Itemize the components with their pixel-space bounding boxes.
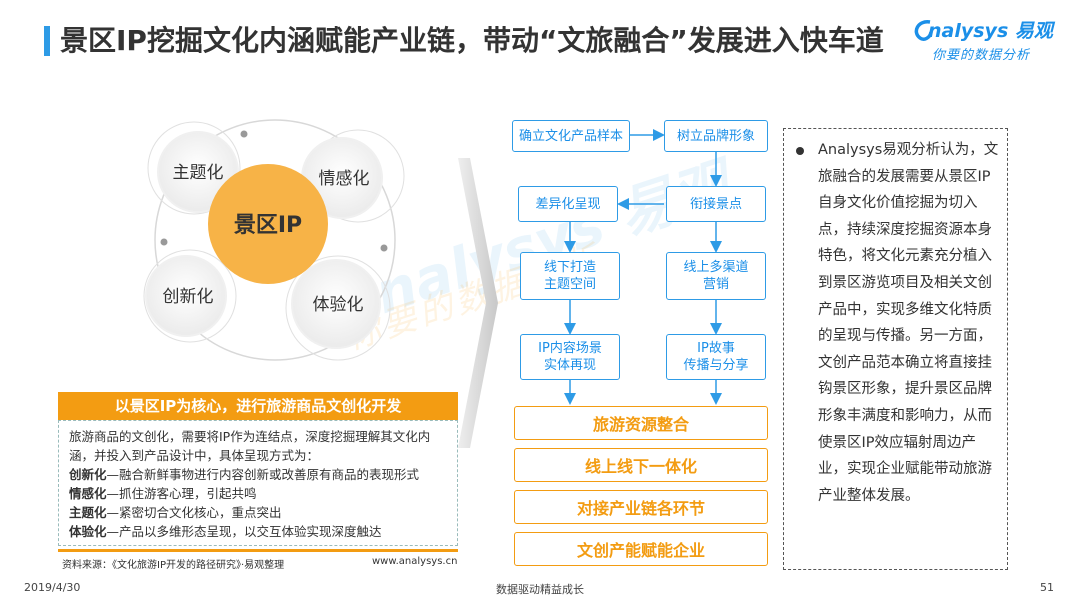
left-panel-item: 体验化—产品以多维形态呈现，以交互体验实现深度触达 [69,522,447,541]
stage-industry-chain: 对接产业链各环节 [514,490,768,524]
left-panel-item: 主题化—紧密切合文化核心，重点突出 [69,503,447,522]
item-desc: —紧密切合文化核心，重点突出 [106,505,282,520]
diagram-node-experiential: 体验化 [313,295,364,315]
diagram-node-innovative: 创新化 [163,287,214,307]
item-term: 创新化 [69,467,107,482]
footer-slogan: 数据驱动精益成长 [496,583,584,596]
diagram-node-emotional: 情感化 [319,169,370,189]
item-term: 情感化 [69,486,107,501]
logo-brand: nalysys 易观 [928,20,1053,42]
flow-chart: 确立文化产品样本 树立品牌形象 差异化呈现 衔接景点 线下打造 主题空间 线上多… [508,116,774,576]
bullet-icon [796,147,804,155]
item-desc: —产品以多维形态呈现，以交互体验实现深度触达 [106,524,382,539]
flow-box-offline-space: 线下打造 主题空间 [520,252,620,300]
flow-box-sample: 确立文化产品样本 [512,120,630,152]
flow-box-attractions: 衔接景点 [666,186,766,222]
item-desc: —融合新鲜事物进行内容创新或改善原有商品的表现形式 [106,467,420,482]
left-panel-item: 情感化—抓住游客心理，引起共鸣 [69,484,447,503]
item-desc: —抓住游客心理，引起共鸣 [106,486,257,501]
flow-arrows [564,129,722,405]
diagram-svg: 景区IP 主题化 情感化 创新化 体验化 [143,119,405,361]
source-note: 资料来源：《文化旅游IP开发的路径研究》·易观整理 [62,560,285,571]
analysis-text: Analysys易观分析认为，文旅融合的发展需要从景区IP自身文化价值挖掘为切入… [818,142,999,504]
left-panel-divider [58,549,458,552]
left-panel-body: 旅游商品的文创化，需要将IP作为连结点，深度挖掘理解其文化内涵，并投入到产品设计… [58,420,458,546]
analysys-logo: nalysys 易观 你要的数据分析 [910,14,1060,64]
left-panel-intro: 旅游商品的文创化，需要将IP作为连结点，深度挖掘理解其文化内涵，并投入到产品设计… [69,429,431,463]
left-panel-heading: 以景区IP为核心，进行旅游商品文创化开发 [58,392,458,420]
title-accent-bar [44,26,50,56]
stage-online-offline: 线上线下一体化 [514,448,768,482]
ip-diagram: 景区IP 主题化 情感化 创新化 体验化 [130,112,420,372]
flow-box-online-marketing: 线上多渠道 营销 [666,252,766,300]
item-term: 主题化 [69,505,107,520]
page-number: 51 [1040,581,1054,594]
logo-swoosh-icon [914,20,933,41]
stage-resource-integration: 旅游资源整合 [514,406,768,440]
left-panel-item: 创新化—融合新鲜事物进行内容创新或改善原有商品的表现形式 [69,465,447,484]
item-term: 体验化 [69,524,107,539]
analysis-text-wrap: Analysys易观分析认为，文旅融合的发展需要从景区IP自身文化价值挖掘为切入… [796,137,999,509]
analysis-panel: Analysys易观分析认为，文旅融合的发展需要从景区IP自身文化价值挖掘为切入… [783,128,1008,570]
flow-box-ip-scene: IP内容场景 实体再现 [520,334,620,380]
flow-box-differentiation: 差异化呈现 [518,186,618,222]
site-url: www.analysys.cn [372,556,458,567]
footer-date: 2019/4/30 [24,581,81,594]
page-title: 景区IP挖掘文化内涵赋能产业链，带动“文旅融合”发展进入快车道 [60,24,884,57]
flow-box-brand: 树立品牌形象 [664,120,768,152]
stage-cultural-empowerment: 文创产能赋能企业 [514,532,768,566]
diagram-center-label: 景区IP [234,213,302,238]
flow-box-ip-story: IP故事 传播与分享 [666,334,766,380]
chevron-right-icon [458,158,498,448]
diagram-node-thematic: 主题化 [173,163,224,183]
logo-tagline: 你要的数据分析 [932,48,1031,63]
